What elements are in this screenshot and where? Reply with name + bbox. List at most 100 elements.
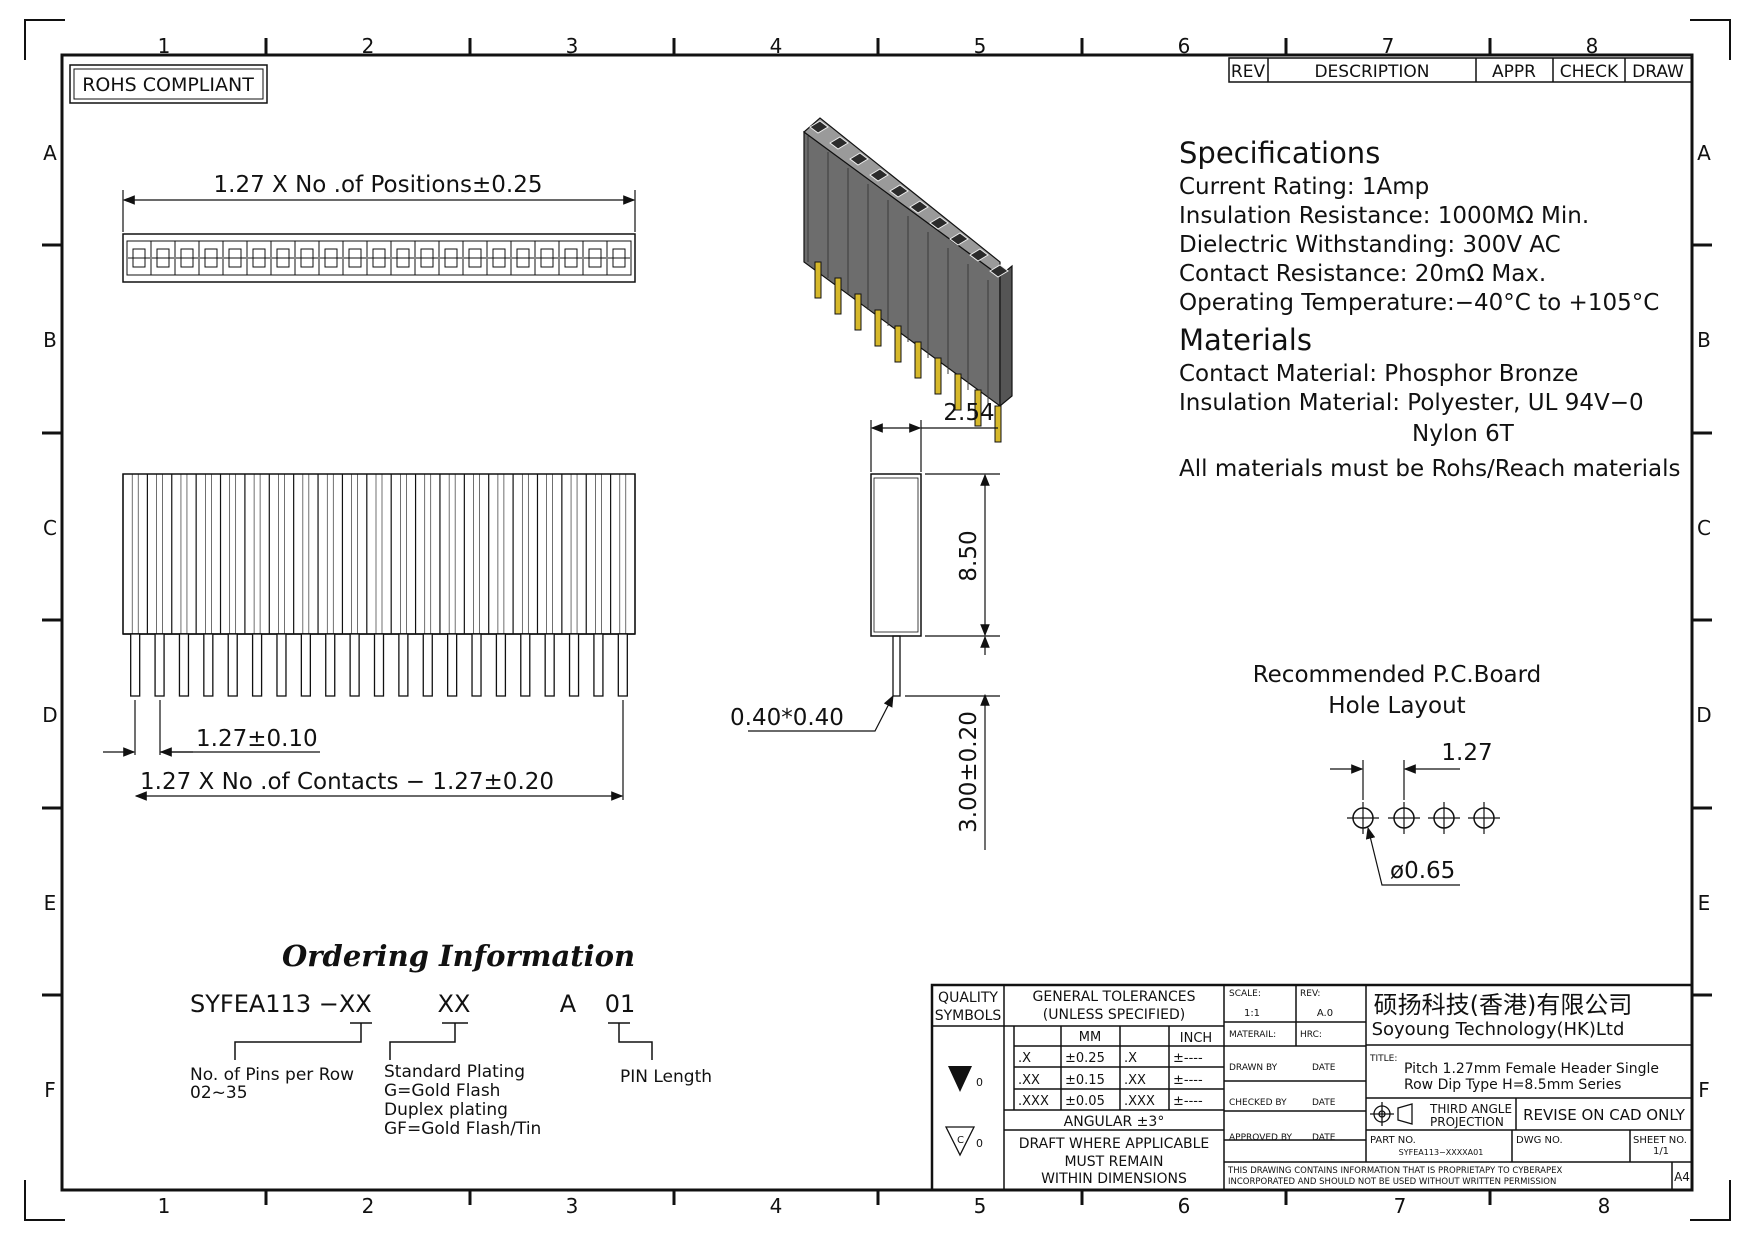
zone-labels-rows: A B C D E F A B C D E F [42, 141, 1711, 1102]
dwg-no-label: DWG NO. [1516, 1135, 1563, 1146]
ordering-plating-code: XX [438, 990, 471, 1018]
iso-pin [974, 389, 982, 427]
zone-col-1: 1 [158, 34, 171, 58]
zone-row-d: D [42, 703, 57, 727]
pin-length-label: PIN Length [620, 1067, 712, 1087]
front-view-pin [178, 633, 190, 697]
quality-symbol-2: 0 [976, 1137, 983, 1150]
zone-col-6: 6 [1178, 34, 1191, 58]
zone-col-7: 7 [1382, 34, 1395, 58]
front-view-slot-inner [253, 474, 261, 634]
front-view-pin [349, 633, 360, 697]
front-view-slot-inner [351, 474, 358, 634]
zone-labels-bottom: 1 2 3 4 5 6 7 8 [158, 1194, 1611, 1218]
front-view-pin [568, 633, 580, 697]
iso-body-end [999, 264, 1013, 408]
front-view-pin [227, 633, 238, 697]
top-view-contacts [126, 241, 630, 275]
zone-row-d-right: D [1696, 703, 1711, 727]
zone-row-b: B [43, 328, 57, 352]
zone-col-1-bottom: 1 [158, 1194, 171, 1218]
rohs-badge: ROHS COMPLIANT [69, 64, 268, 104]
quality-triangle-c: C [957, 1135, 964, 1146]
quality-label: QUALITY [938, 990, 998, 1006]
front-view-slot-inner [570, 474, 578, 634]
tol-row-2-d: ±---- [1173, 1073, 1203, 1088]
front-view-pin [373, 633, 385, 697]
drawn-by-label: DRAWN BY [1229, 1063, 1278, 1073]
front-view-pin [325, 633, 336, 697]
iso-socket-hole [949, 232, 969, 246]
front-view-pin [203, 633, 214, 697]
pcb-title-line1: Recommended P.C.Board [1253, 662, 1542, 688]
appr-header: APPR [1492, 62, 1536, 82]
zone-row-c: C [43, 516, 57, 540]
material-insulation: Insulation Material: Polyester, UL 94V−0 [1179, 390, 1644, 416]
angular-tolerance: ANGULAR ±3° [1064, 1114, 1165, 1130]
company-name-en: Soyoung Technology(HK)Ltd [1372, 1019, 1625, 1040]
iso-pin [854, 293, 862, 331]
zone-row-a-right: A [1697, 141, 1711, 165]
zone-row-e: E [44, 891, 57, 915]
part-no-label: PART NO. [1370, 1135, 1416, 1146]
materials-title: Materials [1179, 323, 1312, 357]
pin-size-dimension: 0.40*0.40 [730, 705, 844, 731]
tol-row-2-a: .XX [1018, 1073, 1040, 1088]
top-width-dimension: 1.27 X No .of Positions±0.25 [214, 172, 543, 198]
rev-header: REV [1231, 62, 1266, 82]
pcb-title-line2: Hole Layout [1328, 693, 1465, 719]
iso-socket-hole [809, 120, 829, 134]
zone-col-8: 8 [1586, 34, 1599, 58]
scale-value: 1:1 [1244, 1008, 1260, 1019]
zone-ticks [42, 38, 1712, 1205]
check-header: CHECK [1560, 62, 1619, 82]
hrc-label: HRC: [1300, 1030, 1322, 1040]
tol-row-1-c: .X [1124, 1051, 1137, 1066]
quality-triangle-outline-icon [944, 1126, 976, 1157]
zone-row-e-right: E [1698, 891, 1711, 915]
revision-table: REV DESCRIPTION APPR CHECK DRAW [1228, 57, 1693, 83]
front-view-body-slots [122, 474, 636, 634]
ordering-type-code: A [560, 990, 577, 1018]
iso-pin [914, 341, 922, 379]
pcb-hole-crosshair [1347, 802, 1379, 834]
zone-col-4-bottom: 4 [770, 1194, 783, 1218]
front-view-slot-inner [180, 474, 188, 634]
proprietary-notice-2: INCORPORATED AND SHOULD NOT BE USED WITH… [1228, 1177, 1556, 1187]
plating-line-4: GF=Gold Flash/Tin [384, 1119, 541, 1139]
iso-body-front [803, 130, 1001, 408]
front-view-pin [251, 633, 263, 697]
spec-insulation-resistance: Insulation Resistance: 1000MΩ Min. [1179, 203, 1589, 229]
front-view-pin [276, 633, 287, 697]
pcb-pitch-dimension: 1.27 [1441, 740, 1492, 766]
zone-col-6-bottom: 6 [1178, 1194, 1191, 1218]
tol-row-3-a: .XXX [1018, 1094, 1049, 1109]
front-view-slot-inner [497, 474, 505, 634]
projection-line-2: PROJECTION [1430, 1115, 1504, 1129]
approved-by-label: APPROVED BY [1229, 1133, 1293, 1143]
tol-row-1-a: .X [1018, 1051, 1031, 1066]
draw-header: DRAW [1632, 62, 1684, 82]
front-view-slot-inner [205, 474, 212, 634]
front-view-slot-inner [473, 474, 480, 634]
tol-row-3-c: .XXX [1124, 1094, 1155, 1109]
zone-col-2-bottom: 2 [362, 1194, 375, 1218]
front-view-slot-inner [131, 474, 139, 634]
iso-socket-hole [889, 184, 909, 198]
third-angle-projection-icon [1370, 1102, 1413, 1126]
iso-socket-hole [909, 200, 929, 214]
corner-marks [24, 19, 1731, 1221]
title-block: QUALITY SYMBOLS 0 C 0 GENERAL TOLERANCES… [930, 983, 1694, 1192]
scale-label: SCALE: [1229, 989, 1261, 999]
iso-pin [954, 373, 962, 411]
zone-labels-top: 1 2 3 4 5 6 7 8 [158, 34, 1599, 58]
ordering-information: Ordering Information SYFEA113 −XX XX A 0… [190, 939, 712, 1139]
zone-row-c-right: C [1697, 516, 1711, 540]
plating-line-3: Duplex plating [384, 1100, 508, 1120]
sheet-size: A4 [1674, 1170, 1690, 1184]
general-tolerances-label: GENERAL TOLERANCES [1033, 989, 1196, 1005]
contacts-dimension: 1.27 X No .of Contacts − 1.27±0.20 [140, 769, 554, 795]
zone-row-b-right: B [1697, 328, 1711, 352]
zone-col-2: 2 [362, 34, 375, 58]
front-view-pin [495, 633, 507, 697]
